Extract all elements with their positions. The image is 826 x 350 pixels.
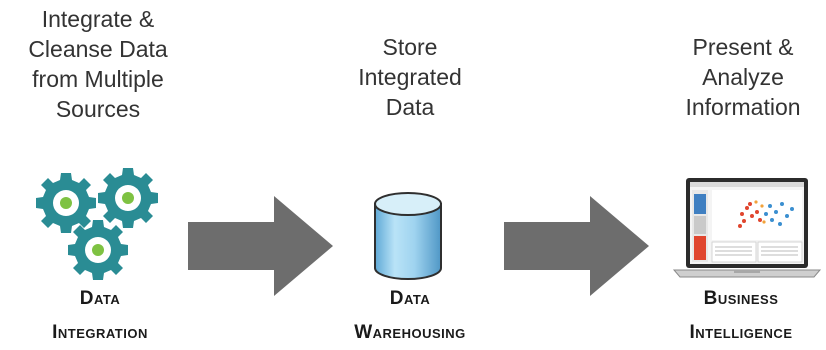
stage-3-caption-line: Present & [692, 34, 794, 60]
stage-3-label: Business Intelligence [656, 282, 826, 350]
database-cylinder-icon [371, 190, 445, 282]
stage-1-caption-line: Cleanse Data [28, 36, 168, 62]
stage-1-label: Data Integration [10, 282, 190, 350]
flow-arrow-2 [504, 196, 649, 296]
stage-3-caption-line: Information [685, 94, 801, 120]
stage-1-caption-line: Integrate & [41, 6, 155, 32]
stage-2-caption-line: Integrated [358, 64, 462, 90]
gears-icon [30, 168, 170, 286]
stage-1-label-line: Data [79, 288, 121, 309]
stage-1-label-line: Integration [52, 322, 148, 343]
stage-2-label-line: Warehousing [354, 322, 466, 343]
flow-arrow-1 [188, 196, 333, 296]
stage-2-caption: Store Integrated Data [315, 32, 505, 122]
stage-1-caption: Integrate & Cleanse Data from Multiple S… [0, 4, 196, 124]
laptop-dashboard-icon [672, 176, 822, 280]
stage-3-label-line: Intelligence [689, 322, 793, 343]
stage-2-caption-line: Store [382, 34, 438, 60]
stage-3-caption-line: Analyze [702, 64, 784, 90]
stage-3-label-line: Business [703, 288, 779, 309]
stage-2-label-line: Data [389, 288, 431, 309]
stage-1-caption-line: Sources [55, 96, 141, 122]
stage-2-label: Data Warehousing [318, 282, 502, 350]
stage-2-caption-line: Data [385, 94, 435, 120]
stage-3-caption: Present & Analyze Information [660, 32, 826, 122]
stage-1-caption-line: from Multiple [32, 66, 164, 92]
